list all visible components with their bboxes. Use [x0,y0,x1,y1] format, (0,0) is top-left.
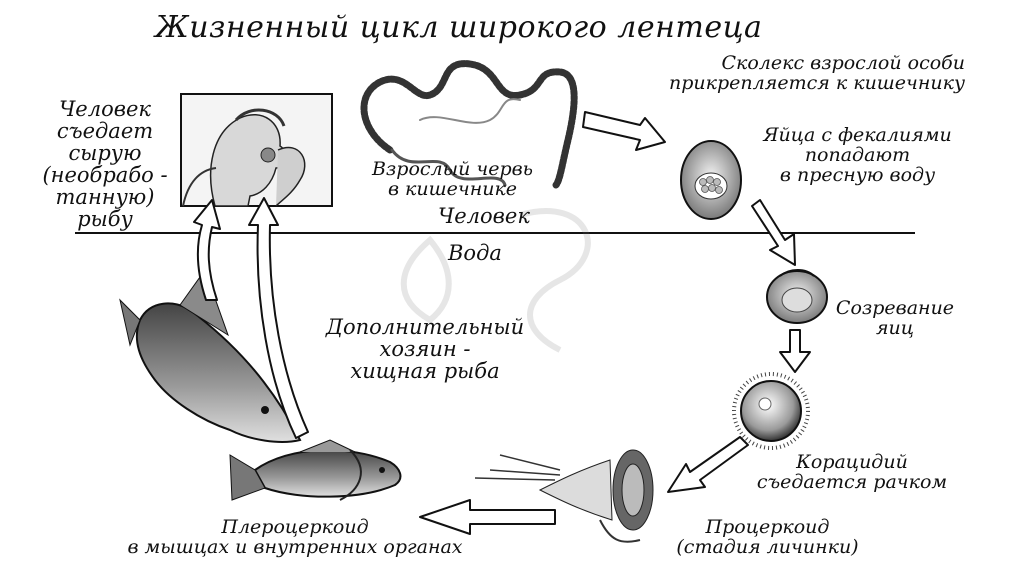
label-eggs: Яйца с фекалиями попадают в пресную воду [763,124,952,186]
label-human-zone: Человек [438,204,530,228]
label-water-zone: Вода [448,241,502,265]
predatory-fish-illustration [119,268,302,443]
label-plerocercoid: Плероцеркоид в мышцах и внутренних орган… [127,516,463,558]
cycle-arrows [193,111,811,535]
human-eating-illustration [180,93,333,207]
label-procercoid: Процеркоид (стадия личинки) [676,516,859,558]
label-human-eats: Человек съедает сырую (необрабо - танную… [42,97,168,232]
label-extra-host: Дополнительный хозяин - хищная рыба [325,315,525,384]
arrow-scolex-to-eggs [582,111,666,151]
arrow-eggs-to-maturation [751,199,796,266]
watermark-logo [400,207,591,353]
label-coracidium: Корацидий съедается рачком [756,451,948,493]
arrow-fish-to-human-2 [248,197,309,439]
coracidium-illustration [732,372,810,450]
arrow-fish-to-human-1 [193,199,221,301]
arrow-coracidium-to-procercoid [667,436,749,493]
copepod-procercoid-illustration [474,449,654,543]
small-fish-illustration [229,439,402,501]
label-scolex: Сколекс взрослой особи прикрепляется к к… [669,52,965,94]
arrow-procercoid-to-plerocercoid [419,499,556,535]
egg-in-feces-illustration [680,140,742,220]
adult-worm-illustration [360,60,578,189]
diagram-title: Жизненный цикл широкого лентеца [155,10,763,45]
label-egg-maturation: Созревание яиц [835,297,955,339]
maturing-egg-illustration [766,269,828,324]
label-adult-worm: Взрослый червь в кишечнике [371,158,534,200]
arrow-maturation-to-coracidium [779,329,811,373]
